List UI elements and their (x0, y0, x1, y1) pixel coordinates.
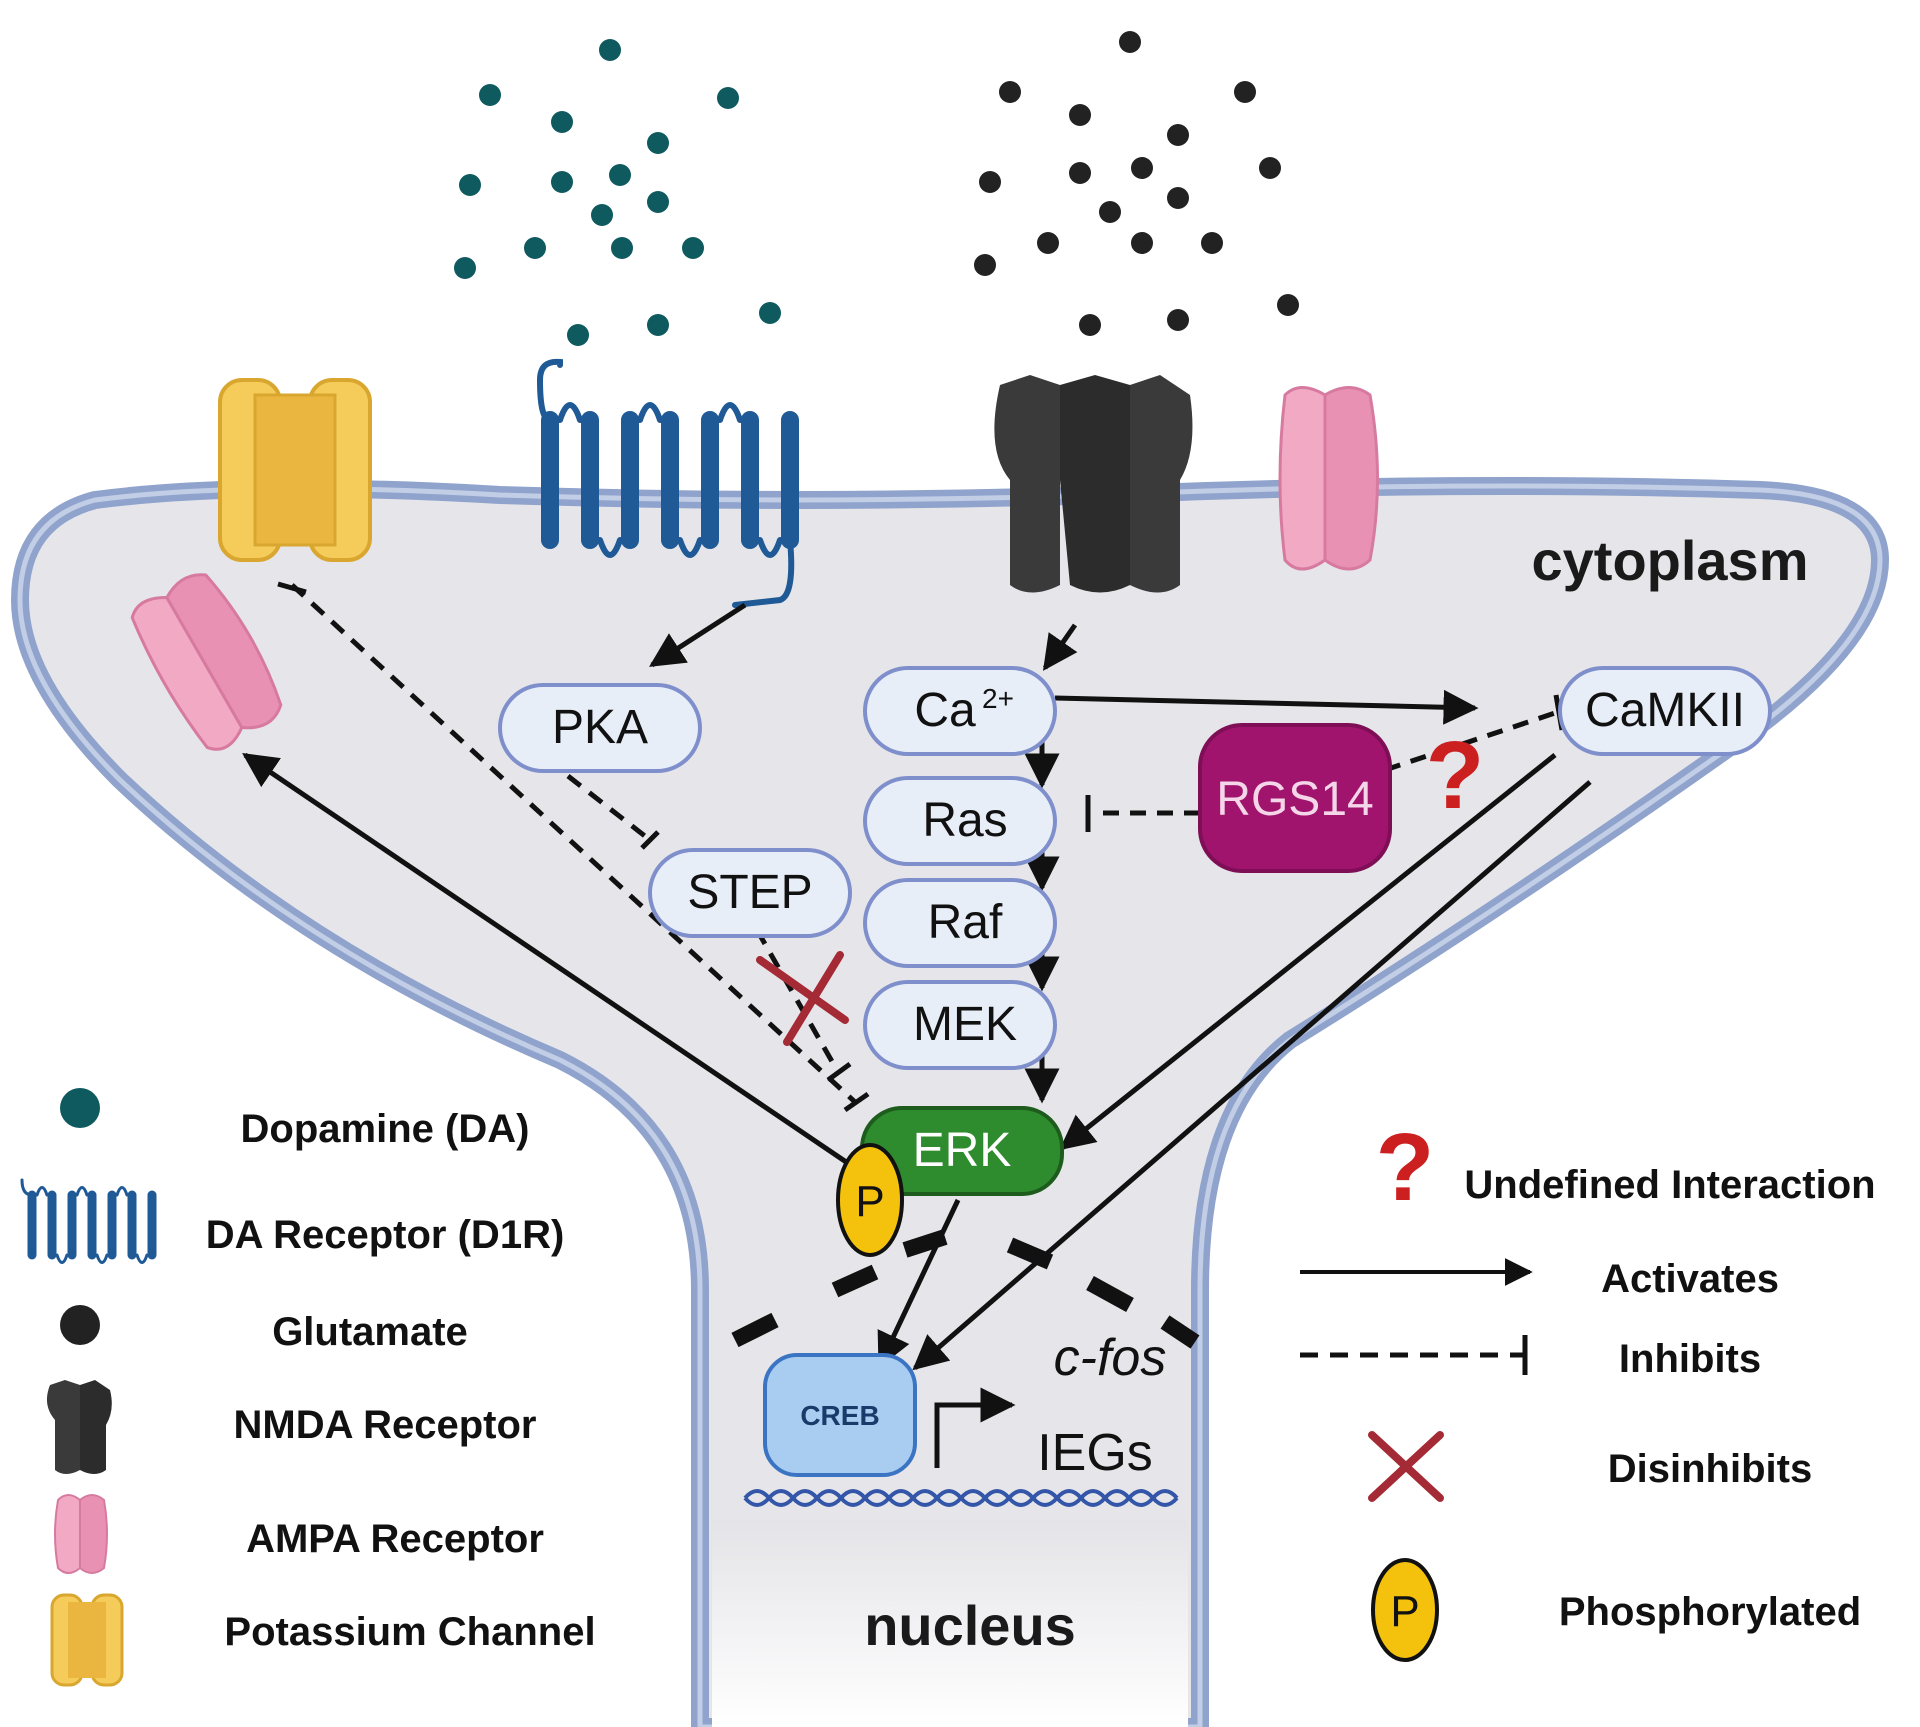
dopamine-cluster (454, 39, 781, 346)
legend-potassium-icon (50, 1593, 124, 1687)
legend-d1r-label: DA Receptor (D1R) (206, 1213, 565, 1257)
legend-undefined-icon: ? (1376, 1114, 1435, 1221)
dna-helix (743, 1489, 1179, 1507)
gene-cfos: c-fos (1054, 1329, 1167, 1387)
node-step: STEP (648, 848, 852, 938)
ca-label: Ca (914, 684, 976, 737)
legend-ampa-label: AMPA Receptor (246, 1517, 544, 1561)
legend-disinhibits-icon (1368, 1431, 1444, 1502)
phospho-badge: P (836, 1143, 904, 1257)
ampa-receptor-membrane (1278, 386, 1379, 571)
legend-phosphorylated-icon: P (1371, 1558, 1439, 1662)
legend-d1r-icon (20, 1178, 157, 1264)
mek-label: MEK (913, 998, 1017, 1051)
legend-glutamate-label: Glutamate (272, 1310, 468, 1354)
camkii-label: CaMKII (1585, 684, 1745, 737)
node-erk: ERK (860, 1106, 1064, 1196)
node-camkii: CaMKII (1558, 666, 1772, 756)
legend-glutamate-icon (60, 1305, 100, 1345)
legend-dopamine-label: Dopamine (DA) (241, 1107, 530, 1151)
inhibition-lines (277, 581, 1565, 1113)
legend-activates-label: Activates (1601, 1257, 1779, 1301)
node-creb: CREB (763, 1353, 917, 1477)
legend-nmda-label: NMDA Receptor (234, 1403, 537, 1447)
phospho-label: P (855, 1177, 884, 1226)
ca-superscript: 2+ (982, 683, 1014, 714)
legend-inhibits-icon (1300, 1335, 1528, 1375)
legend-undefined-label: Undefined Interaction (1464, 1163, 1875, 1207)
nucleus-label: nucleus (864, 1594, 1076, 1657)
node-rgs14: RGS14 (1198, 723, 1392, 873)
creb-label: CREB (800, 1400, 879, 1431)
legend-phospho-symbol: P (1390, 1587, 1419, 1636)
node-raf: Raf (863, 878, 1057, 968)
rgs14-label: RGS14 (1216, 773, 1373, 826)
node-ras: Ras (863, 776, 1057, 866)
legend-left: Dopamine (DA) DA Receptor (D1R) Glutamat… (20, 1088, 596, 1687)
cytoplasm-label: cytoplasm (1532, 529, 1809, 592)
legend-right: ? Undefined Interaction Activates Inhibi… (1300, 1114, 1876, 1662)
legend-nmda-icon (46, 1380, 112, 1474)
legend-dopamine-icon (60, 1088, 100, 1128)
potassium-channel (218, 378, 372, 562)
step-label: STEP (687, 866, 812, 919)
raf-label: Raf (928, 896, 1003, 949)
glutamate-cluster (974, 31, 1299, 336)
gene-iegs: IEGs (1037, 1424, 1153, 1482)
disinhibit-x-mark (756, 951, 849, 1046)
legend-disinhibits-label: Disinhibits (1608, 1447, 1812, 1491)
erk-label: ERK (913, 1124, 1012, 1177)
undefined-interaction-mark: ? (1426, 722, 1485, 829)
ampa-receptor-internal (130, 573, 283, 751)
pka-label: PKA (552, 701, 648, 754)
activation-arrows (242, 602, 1592, 1468)
ras-label: Ras (922, 794, 1007, 847)
node-ca: Ca 2+ (863, 666, 1057, 756)
node-pka: PKA (498, 683, 702, 773)
node-mek: MEK (863, 980, 1057, 1070)
legend-phosphorylated-label: Phosphorylated (1559, 1590, 1861, 1634)
nmda-receptor (994, 375, 1193, 593)
legend-inhibits-label: Inhibits (1619, 1337, 1761, 1381)
legend-ampa-icon (54, 1494, 108, 1574)
d1-receptor (537, 358, 799, 608)
legend-potassium-label: Potassium Channel (224, 1610, 595, 1654)
